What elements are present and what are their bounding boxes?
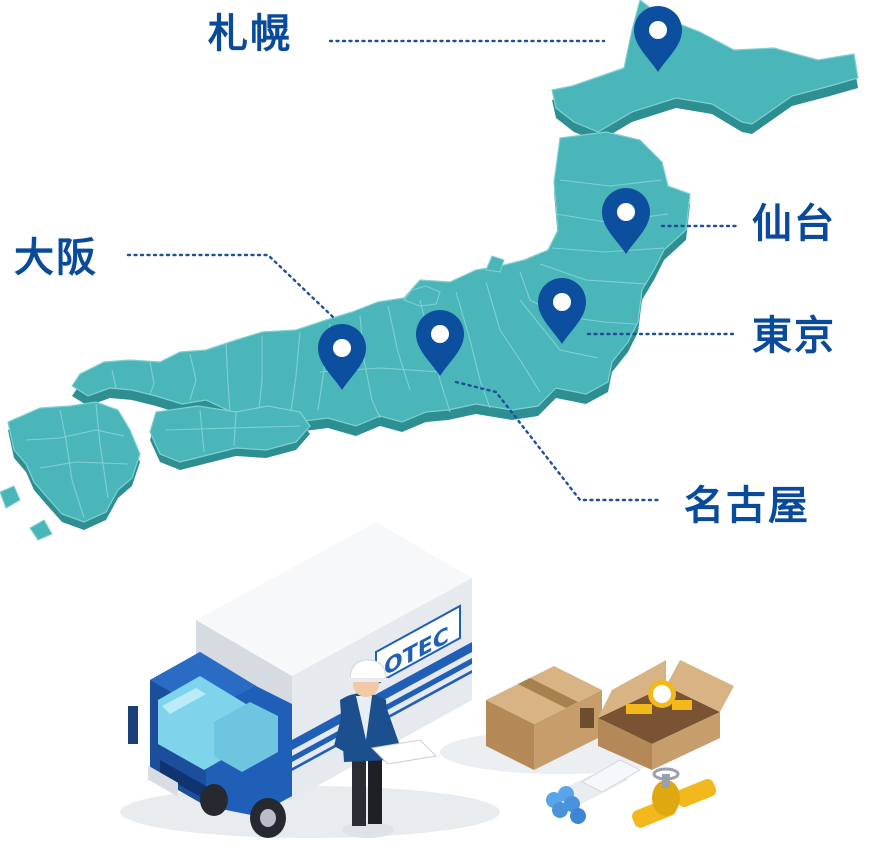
city-label-sendai: 仙台 <box>752 201 836 247</box>
pin-nagoya <box>416 310 464 376</box>
city-label-tokyo: 東京 <box>752 313 836 359</box>
pipes-and-valve <box>546 759 717 828</box>
city-label-osaka: 大阪 <box>14 235 98 281</box>
delivery-truck: OTEC <box>120 522 500 838</box>
pin-osaka <box>318 324 366 390</box>
leader-line-nagoya <box>454 380 662 502</box>
hokkaido-island <box>551 0 859 142</box>
location-pins <box>318 6 682 390</box>
leader-line-osaka <box>126 253 336 320</box>
pin-sendai <box>602 188 650 254</box>
pin-sapporo <box>634 6 682 72</box>
city-label-sapporo: 札幌 <box>208 11 292 57</box>
japan-map <box>0 0 859 541</box>
cardboard-boxes <box>440 660 734 774</box>
honshu-island <box>71 131 691 436</box>
kyushu-island <box>0 401 141 541</box>
shikoku-island <box>149 405 311 470</box>
leader-lines <box>126 39 738 502</box>
delivery-worker <box>334 659 438 838</box>
city-label-nagoya: 名古屋 <box>684 483 810 529</box>
pin-tokyo <box>538 278 586 344</box>
